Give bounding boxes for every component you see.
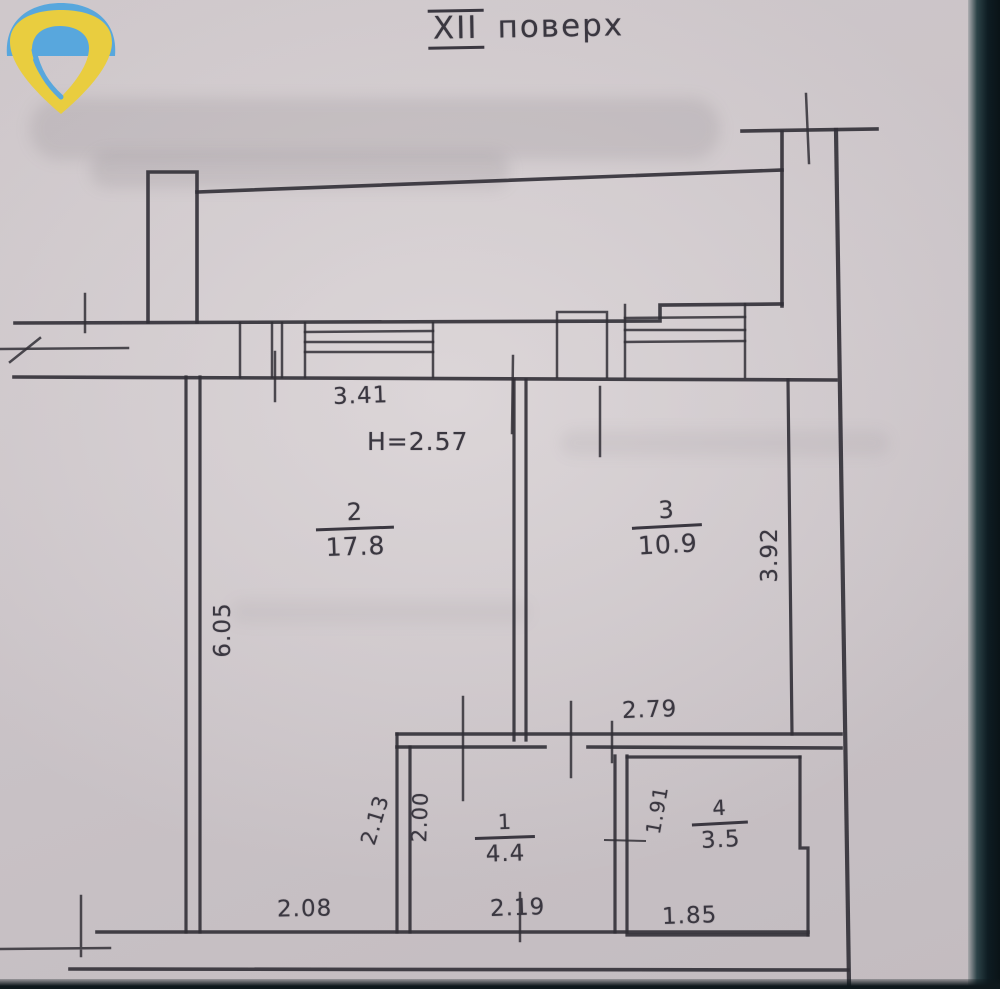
photo-edge-right (968, 0, 1000, 989)
agency-logo (6, 3, 116, 114)
dim-bottom-left: 2.08 (276, 895, 333, 923)
ceiling-height-note: H=2.57 (367, 427, 469, 456)
room-area: 17.8 (325, 530, 386, 563)
dim-right-height: 3.92 (757, 527, 783, 583)
dim-bath-inner: 2.00 (407, 791, 433, 843)
room-label-4: 4 3.5 (684, 796, 757, 855)
page-title: XII поверх (427, 6, 625, 50)
room-label-1: 1 4.4 (469, 809, 541, 869)
room-area: 10.9 (637, 528, 699, 561)
room-area: 4.4 (485, 840, 526, 868)
dim-left-height: 6.05 (210, 602, 236, 658)
photo-edge-bottom (0, 979, 1000, 989)
room-area: 3.5 (700, 825, 742, 854)
floor-word: поверх (497, 7, 625, 46)
scan-bleed-smudge (230, 600, 530, 624)
room-label-2: 2 17.8 (314, 497, 396, 563)
floor-roman-numeral: XII (427, 8, 484, 50)
scan-bleed-smudge (560, 430, 890, 456)
dim-bottom-right: 1.85 (661, 902, 718, 930)
room-number: 3 (657, 495, 675, 525)
dim-bottom-mid: 2.19 (489, 894, 546, 922)
dim-top-width: 3.41 (332, 382, 389, 410)
room-label-3: 3 10.9 (625, 496, 708, 561)
room-number: 1 (497, 809, 512, 835)
dim-hall-width: 2.79 (621, 696, 678, 724)
scan-bleed-smudge (30, 98, 720, 160)
room-number: 2 (346, 497, 363, 527)
